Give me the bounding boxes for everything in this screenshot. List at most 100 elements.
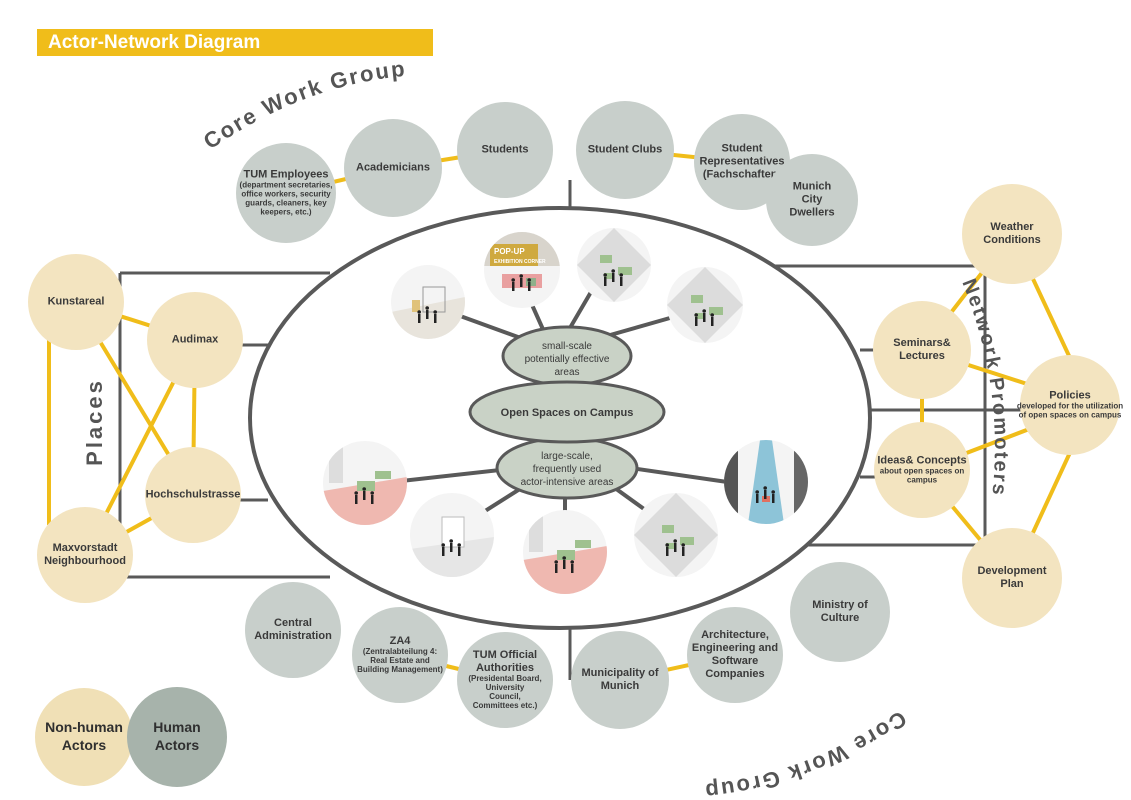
node-label: Municipality of [582, 667, 659, 679]
promoter-weather-conditions-circle [962, 184, 1062, 284]
large-scale-label: frequently used [533, 464, 601, 475]
actor-academicians-circle [344, 119, 442, 217]
node-label: ZA4 [390, 635, 412, 647]
node-sublabel: developed for the utilization [1017, 402, 1123, 411]
node-label: City [802, 194, 824, 206]
node-label: Central [274, 617, 312, 629]
place-audimax: Audimax [147, 292, 243, 388]
small-scale-label: areas [554, 367, 579, 378]
node-label: Maxvorstadt [53, 542, 118, 554]
legend-human-label: Human [153, 719, 200, 735]
node-sublabel: campus [907, 476, 938, 485]
open-spaces-label: Open Spaces on Campus [501, 407, 634, 419]
page-title: Actor-Network Diagram [37, 29, 433, 56]
actor-tum-employees: TUM Employees(department secretaries,off… [236, 143, 336, 243]
actor-municipality-of-munich-circle [571, 631, 669, 729]
campus-illustration [391, 265, 465, 339]
node-label: Academicians [356, 162, 430, 174]
node-sublabel: about open spaces on [880, 467, 965, 476]
node-sublabel: guards, cleaners, key [245, 199, 327, 208]
open-spaces-node [468, 380, 666, 444]
popup-sign-text: POP-UP [494, 247, 525, 256]
campus-illustration [323, 441, 407, 525]
node-label: Hochschulstrasse [146, 489, 241, 501]
node-label: Student Clubs [588, 144, 663, 156]
node-label: Kunstareal [48, 296, 105, 308]
node-label: Conditions [983, 234, 1040, 246]
promoter-policies-circle [1020, 355, 1120, 455]
node-label: Students [481, 144, 528, 156]
actor-academicians: Academicians [344, 119, 442, 217]
node-label: Munich [601, 680, 640, 692]
actor-ministry-of-culture-circle [790, 562, 890, 662]
actor-tum-employees-circle [236, 143, 336, 243]
node-label: Engineering and [692, 642, 778, 654]
legend-non-human-circle [35, 688, 133, 786]
node-label: Neighbourhood [44, 555, 126, 567]
small-scale-label: potentially effective [525, 354, 610, 365]
campus-illustration [634, 493, 718, 577]
place-kunstareal: Kunstareal [28, 254, 124, 350]
node-sublabel: University [486, 683, 525, 692]
core-work-group-bottom-label: Core Work Group [702, 706, 911, 800]
large-scale-label: actor-intensive areas [521, 477, 614, 488]
node-label: Dwellers [789, 207, 834, 219]
node-sublabel: office workers, security [241, 190, 331, 199]
node-sublabel: of open spaces on campus [1019, 411, 1122, 420]
node-sublabel: (Presidental Board, [468, 674, 541, 683]
node-label: Development [977, 565, 1046, 577]
actor-students: Students [457, 102, 553, 198]
node-label: Companies [705, 668, 764, 680]
promoter-seminars-lectures-circle [873, 301, 971, 399]
node-sublabel: keepers, etc.) [260, 208, 311, 217]
actor-student-clubs-circle [576, 101, 674, 199]
actor-students-circle [457, 102, 553, 198]
actor-central-administration-circle [245, 582, 341, 678]
actor-tum-official-authorities-circle [457, 632, 553, 728]
actor-student-representatives-circle [694, 114, 790, 210]
node-label: Ministry of [812, 599, 868, 611]
node-label: Architecture, [701, 629, 769, 641]
node-label: Munich [793, 181, 832, 193]
actor-za4-circle [352, 607, 448, 703]
small-scale-label: small-scale [542, 341, 592, 352]
campus-illustration [523, 510, 607, 594]
promoter-development-plan-circle [962, 528, 1062, 628]
node-label: Student [722, 143, 763, 155]
node-sublabel: (Zentralabteilung 4: [363, 647, 437, 656]
node-label: Policies [1049, 390, 1091, 402]
node-label: Authorities [476, 662, 534, 674]
node-label: Weather [990, 221, 1034, 233]
node-label: Culture [821, 612, 860, 624]
actor-munich-city-dwellers-circle [766, 154, 858, 246]
actor-architecture-companies: Architecture,Engineering andSoftwareComp… [687, 607, 783, 703]
legend-human-circle [127, 687, 227, 787]
place-audimax-circle [147, 292, 243, 388]
node-sublabel: Real Estate and [370, 656, 430, 665]
promoter-ideas-concepts-circle [874, 422, 970, 518]
node-label: Representatives [700, 156, 785, 168]
node-label: TUM Official [473, 649, 537, 661]
node-label: TUM Employees [244, 169, 329, 181]
node-label: Ideas& Concepts [877, 455, 966, 467]
node-label: Administration [254, 630, 332, 642]
place-hochschulstrasse-circle [145, 447, 241, 543]
place-kunstareal-circle [28, 254, 124, 350]
actor-za4: ZA4(Zentralabteilung 4:Real Estate andBu… [352, 607, 448, 703]
legend-non-human-label: Actors [62, 737, 107, 753]
campus-illustration [724, 440, 808, 524]
